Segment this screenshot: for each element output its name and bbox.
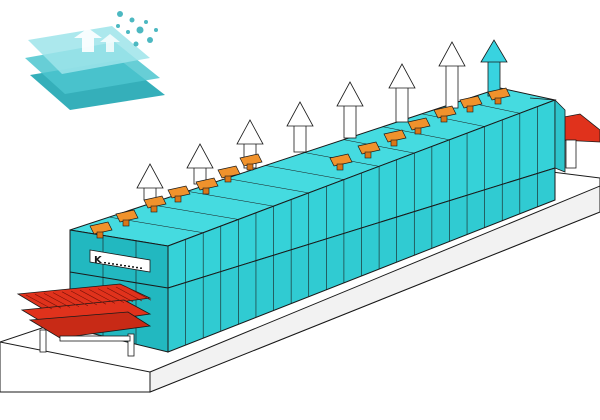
top-seam	[148, 203, 239, 220]
bubble	[126, 30, 130, 34]
fan-motor-icon	[390, 139, 398, 147]
plate-mark	[136, 266, 138, 269]
roller	[88, 289, 116, 304]
input-conveyor	[16, 283, 152, 357]
plate-mark	[104, 262, 106, 264]
fan-motor-icon	[96, 231, 104, 239]
name-plate: K	[89, 249, 151, 273]
plate-mark	[116, 263, 118, 266]
roller	[43, 293, 71, 308]
plate-mark	[124, 265, 126, 267]
fan-motor-icon	[383, 129, 407, 143]
fan-motor-icon	[407, 117, 431, 131]
bubble	[147, 37, 153, 43]
fan-motor-icon	[202, 187, 210, 195]
fan-motor-icon	[195, 177, 219, 191]
bubble	[129, 17, 135, 23]
fan-motor-icon	[89, 221, 113, 235]
bubble	[133, 41, 139, 47]
exhaust-arrow-icon	[236, 119, 264, 145]
fan-motor-icon	[329, 153, 353, 167]
roller	[124, 285, 152, 301]
bubble	[117, 11, 123, 17]
fan-motor-icon	[433, 105, 457, 119]
plate-mark	[128, 265, 130, 268]
roller	[97, 288, 125, 303]
top-seam	[421, 113, 485, 127]
exhaust-stack	[343, 103, 357, 139]
exhaust-arrow-icon	[136, 163, 164, 189]
fan-motor-icon	[239, 153, 263, 167]
exhaust-stack	[293, 123, 307, 153]
top-seam	[226, 178, 309, 194]
exhaust-arrow-icon	[480, 39, 508, 63]
layers-icon	[25, 26, 165, 110]
plate-mark	[108, 262, 110, 265]
exhaust-stack	[445, 63, 459, 109]
exhaust-arrow-icon	[286, 101, 314, 127]
roller	[34, 293, 62, 309]
fan-motor-icon	[115, 209, 139, 223]
fan-motor-icon	[459, 95, 483, 109]
fan-motor-icon	[466, 105, 474, 113]
roller	[79, 289, 107, 305]
fan-motor-icon	[494, 97, 502, 105]
bubble	[116, 24, 120, 28]
exhaust-stack	[395, 85, 409, 123]
fan-motor-icon	[167, 185, 191, 199]
top-seam	[187, 191, 274, 207]
roller	[115, 286, 143, 302]
exhaust-arrow-icon	[336, 81, 364, 107]
bubble	[136, 26, 144, 34]
bubble	[144, 20, 148, 24]
fan-motor-icon	[357, 141, 381, 155]
roller	[70, 290, 98, 306]
fan-motor-icon	[336, 163, 344, 171]
fan-motor-icon	[487, 87, 511, 101]
fan-motor-icon	[246, 163, 254, 171]
fan-motor-icon	[122, 219, 130, 227]
exhaust-arrow-icon	[438, 41, 466, 67]
exhaust-arrow-icon	[388, 63, 416, 89]
fan-motor-icon	[217, 165, 241, 179]
plate-mark	[140, 267, 142, 269]
roller	[106, 287, 134, 303]
plate-mark	[112, 263, 114, 265]
plate-mark	[120, 264, 122, 266]
fan-motor-icon	[150, 205, 158, 213]
logo-letter: K	[94, 255, 103, 266]
roller	[61, 291, 89, 307]
fan-motor-icon	[174, 195, 182, 203]
top-seam	[265, 165, 344, 180]
plate-mark	[132, 266, 134, 268]
roller	[52, 292, 80, 307]
top-seam	[343, 139, 415, 154]
fan-motor-icon	[143, 195, 167, 209]
fan-motor-icon	[224, 175, 232, 183]
bubbles-icon	[116, 11, 158, 47]
fan-motor-icon	[364, 151, 372, 159]
roller	[25, 294, 53, 310]
fan-motor-icon	[440, 115, 448, 123]
fan-motor-icon	[414, 127, 422, 135]
exhaust-arrow-icon	[186, 143, 214, 169]
bubble	[154, 28, 158, 32]
